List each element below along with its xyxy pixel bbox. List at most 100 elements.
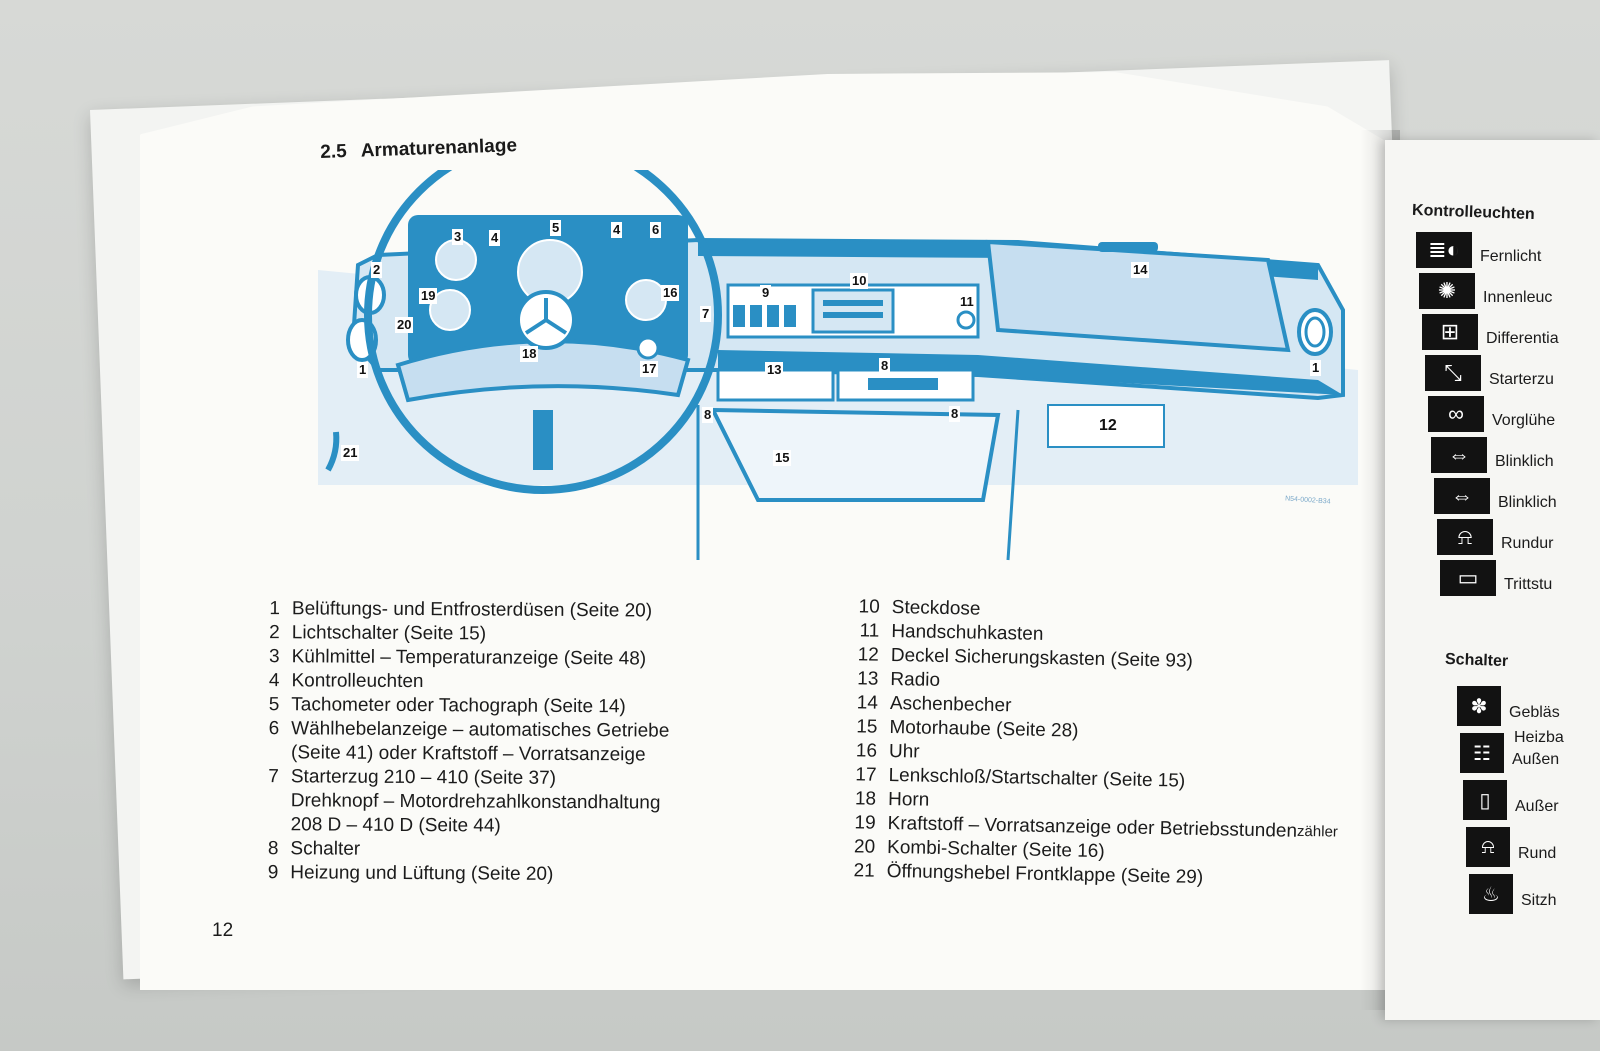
legend-item-number: 16 (855, 740, 878, 762)
figure-callout-label: 21 (341, 445, 360, 461)
legend-item-number: 11 (859, 620, 880, 642)
legend-item-text: Kontrolleuchten (291, 670, 424, 693)
legend-item-text: Horn (887, 788, 930, 811)
legend-item-number: 18 (854, 788, 877, 810)
section-number: 2.5 (320, 141, 348, 163)
figure-callout-label: 4 (489, 230, 501, 246)
legend-item-text: Uhr (888, 740, 920, 763)
figure-callout-label: 19 (419, 288, 438, 304)
warning-light-label: Starterzu (1489, 371, 1554, 388)
legend-item-number: 10 (858, 596, 880, 618)
warning-light-label: Blinklich (1498, 494, 1557, 511)
figure-callout-label: 8 (879, 358, 891, 374)
figure-callout-label: 8 (702, 407, 714, 423)
figure-callout-label: 5 (550, 220, 562, 236)
legend-item-text: Handschuhkasten (891, 620, 1044, 645)
legend-item: Drehknopf – Motordrehzahlkonstandhaltung (243, 789, 669, 816)
switch-label: Außen (1512, 751, 1560, 768)
step-light-icon: ▭ (1440, 560, 1496, 596)
figure-callout-label: 3 (452, 229, 464, 245)
legend-item: 208 D – 410 D (Seite 44) (243, 813, 669, 840)
seat-heating-icon: ♨ (1469, 874, 1513, 914)
page-number: 12 (212, 920, 234, 941)
figure-callout-label: 11 (958, 294, 976, 310)
legend-item-text: Lichtschalter (Seite 15) (291, 622, 487, 645)
figure-callout-label: 20 (395, 317, 414, 333)
turn-signal-icon: ⇔ (1431, 437, 1487, 473)
switch-label: Außer (1515, 798, 1559, 815)
section-title: Armaturenanlage (360, 135, 518, 162)
legend-item-text: (Seite 41) oder Kraftstoff – Vorratsanze… (290, 742, 646, 766)
legend-item-number: 4 (268, 670, 280, 692)
figure-callout-label: 13 (765, 362, 784, 378)
legend-item-text: Schalter (290, 838, 361, 860)
legend-item: (Seite 41) oder Kraftstoff – Vorratsanze… (243, 741, 669, 768)
figure-callout-label: 17 (640, 361, 659, 377)
figure-callout-label: 16 (661, 285, 680, 301)
legend-item-number: 20 (853, 836, 876, 858)
legend-item-text: Steckdose (891, 596, 981, 620)
switches-title: Schalter (1444, 650, 1509, 671)
figure-callout-label: 18 (520, 346, 539, 362)
beacon-light-icon: ⍾ (1437, 519, 1493, 555)
figure-callout-label: 15 (773, 450, 792, 466)
legend-item: 7 Starterzug 210 – 410 (Seite 37) (243, 765, 669, 792)
glow-plug-icon: ∞ (1428, 396, 1484, 432)
figure-callout-label: 2 (371, 262, 383, 278)
legend-item-text: Drehknopf – Motordrehzahlkonstandhaltung (290, 790, 661, 814)
legend-item: 6 Wählhebelanzeige – automatisches Getrie… (243, 717, 670, 744)
figure-callout-label: 10 (850, 273, 869, 289)
dashboard-illustration (318, 170, 1358, 561)
legend-item-number: 17 (855, 764, 877, 786)
figure-callout-label: 9 (760, 285, 772, 301)
legend-item: 9 Heizung und Lüftung (Seite 20) (242, 861, 668, 888)
legend-item-number: 12 (857, 644, 880, 666)
figure-callout-label: 14 (1131, 262, 1150, 278)
legend-item: 4 Kontrolleuchten (243, 669, 669, 696)
switch-label-top: Heizba (1514, 729, 1564, 746)
legend-item-text: Heizung und Lüftung (Seite 20) (290, 862, 554, 885)
legend-item-text-tail: zähler (1296, 822, 1339, 841)
legend-item-text: Starterzug 210 – 410 (Seite 37) (290, 766, 557, 789)
legend-item-text: Kühlmittel – Temperaturanzeige (Seite 48… (291, 646, 647, 670)
warning-light-label: Rundur (1501, 535, 1554, 552)
interior-light-icon: ✺ (1419, 273, 1475, 309)
warning-light-label: Differentia (1486, 330, 1559, 347)
legend-item-text: Aschenbecher (889, 692, 1012, 717)
legend-item-number: 8 (267, 838, 279, 860)
legend-item-number: 2 (269, 622, 280, 644)
warning-light-label: Blinklich (1495, 453, 1554, 470)
figure-callout-label: 1 (357, 362, 369, 378)
figure-callout-label: 6 (650, 222, 662, 238)
legend-item-text: Wählhebelanzeige – automatisches Getrieb… (291, 718, 670, 742)
high-beam-icon: ≣◐ (1416, 232, 1472, 268)
legend-item-number: 7 (268, 766, 279, 788)
heated-mirror-icon: ☷ (1460, 733, 1504, 773)
legend-item-number: 9 (267, 862, 279, 884)
legend-item: 2 Lichtschalter (Seite 15) (244, 621, 670, 648)
turn-signal-trailer-icon: ⇔ (1434, 478, 1490, 514)
beacon-switch-icon: ⍾ (1466, 827, 1510, 867)
figure-callout-label: 7 (700, 306, 712, 322)
legend-item-text: Tachometer oder Tachograph (Seite 14) (291, 694, 626, 718)
legend-item-text: Belüftungs- und Entfrosterdüsen (Seite 2… (291, 598, 653, 622)
legend-item-number: 21 (853, 860, 875, 882)
legend-item-number: 6 (268, 718, 280, 740)
warning-light-label: Trittstu (1504, 576, 1553, 593)
switch-label: Gebläs (1509, 704, 1560, 721)
warning-light-label: Innenleuc (1483, 289, 1553, 306)
legend-item-number: 14 (856, 692, 879, 714)
switch-label: Sitzh (1521, 892, 1557, 909)
legend-item-number: 13 (857, 668, 879, 690)
differential-lock-icon: ⊞ (1422, 314, 1478, 350)
legend-item-text: Radio (890, 668, 941, 691)
switch-label: Rund (1518, 845, 1557, 862)
left-page (140, 72, 1390, 990)
warning-light-label: Fernlicht (1480, 248, 1542, 265)
legend-item-text: 208 D – 410 D (Seite 44) (290, 814, 501, 837)
